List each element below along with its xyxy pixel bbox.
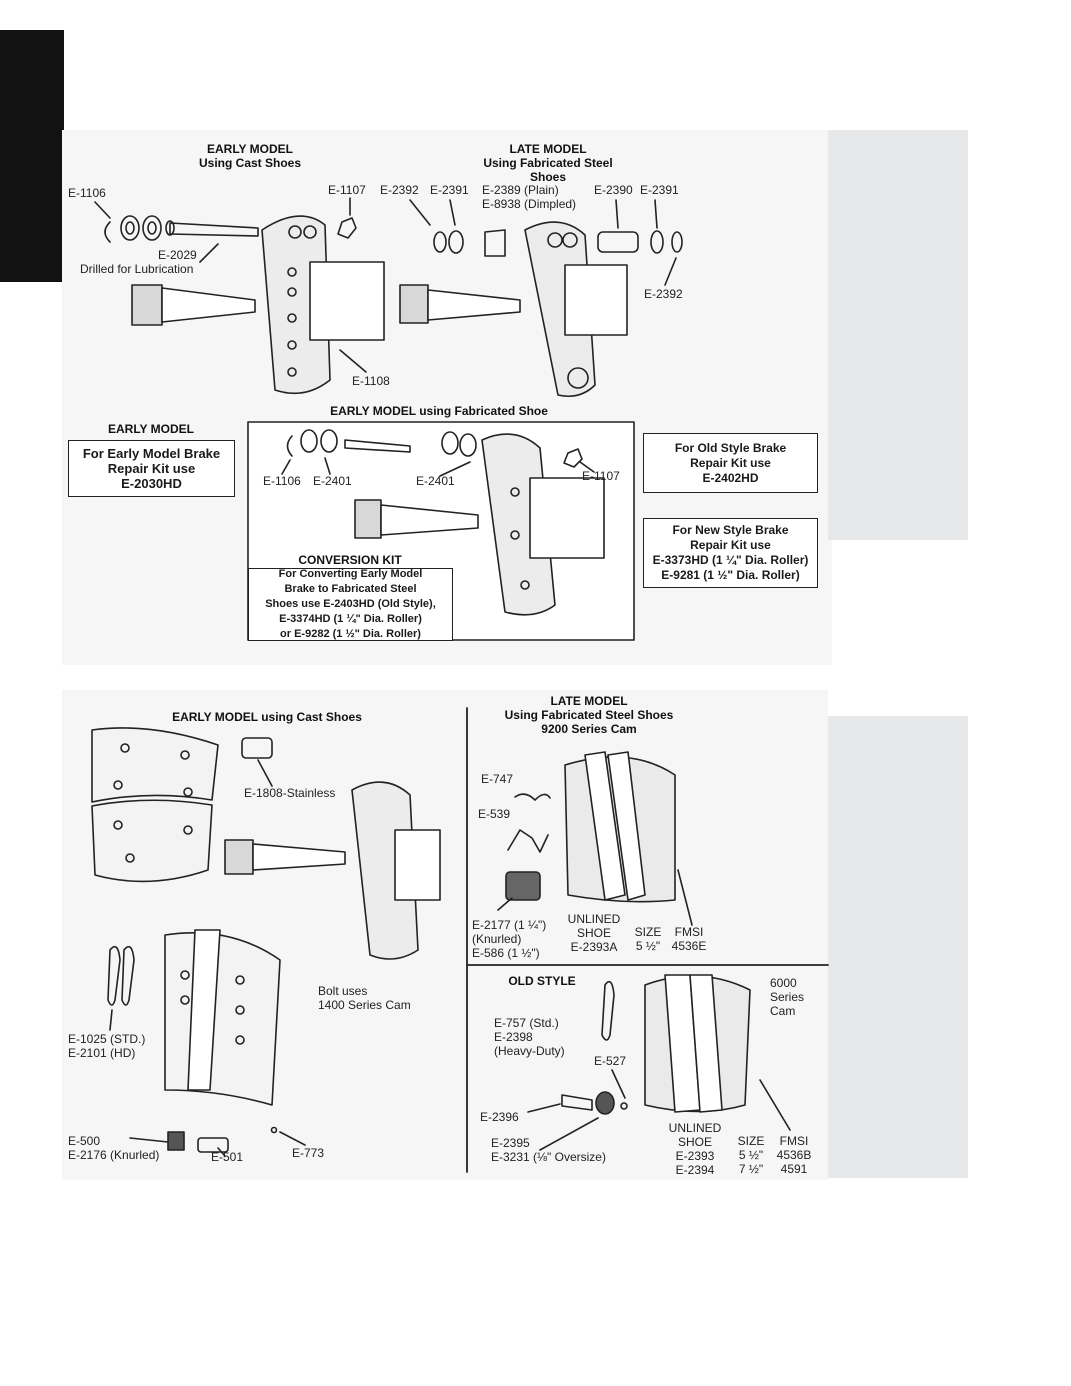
clip-ring xyxy=(104,221,111,243)
part-label: E-2396 xyxy=(480,1110,519,1124)
conversion-kit-heading: CONVERSION KIT xyxy=(298,553,402,567)
part-label: E-501 xyxy=(211,1150,244,1164)
part-label: E-2391 xyxy=(640,183,679,197)
late-shoes-drawing xyxy=(564,751,676,903)
cast-shoe-drawing xyxy=(91,727,219,883)
right-margin-shade-top xyxy=(828,130,968,540)
fab-shoe-heading: EARLY MODEL using Fabricated Shoe xyxy=(330,404,548,418)
old-style-heading: OLD STYLE xyxy=(508,974,576,988)
part-label: E-1107 xyxy=(328,183,366,197)
section-tab xyxy=(0,30,64,282)
roller-knurled-label: E-2177 (1 ¼")(Knurled)E-586 (1 ½") xyxy=(472,918,547,960)
bottom-spindle-drawing xyxy=(224,781,441,960)
part-label: E-1808-Stainless xyxy=(244,786,336,800)
part-label: E-1106 xyxy=(68,186,106,200)
bottom-early-heading: EARLY MODEL using Cast Shoes xyxy=(172,710,362,724)
bolt-shoe-drawing xyxy=(164,929,281,1106)
part-label: E-1108 xyxy=(352,374,390,388)
part-label: E-2392 xyxy=(644,287,683,301)
old-shoes-drawing xyxy=(644,974,751,1113)
early-model-kit-heading: EARLY MODEL xyxy=(107,422,194,436)
right-margin-shade-bottom xyxy=(828,716,968,1178)
part-note: Drilled for Lubrication xyxy=(80,262,194,276)
part-label: E-2391 xyxy=(430,183,469,197)
part-label: E-2392 xyxy=(380,183,419,197)
part-label: E-2029 xyxy=(158,248,197,262)
part-label: E-747 xyxy=(481,772,514,786)
part-label: E-1107 xyxy=(582,469,620,483)
old-spring-label: E-757 (Std.)E-2398(Heavy-Duty) xyxy=(494,1016,565,1058)
part-label: E-1106 xyxy=(263,474,301,488)
part-label: E-527 xyxy=(594,1054,627,1068)
part-label: E-539 xyxy=(478,807,511,821)
part-label: E-2401 xyxy=(416,474,455,488)
part-label: E-2389 (Plain) xyxy=(482,183,559,197)
part-label: E-8938 (Dimpled) xyxy=(482,197,577,211)
spring-label: E-1025 (STD.)E-2101 (HD) xyxy=(68,1032,146,1060)
early-spindle-drawing xyxy=(131,215,385,395)
fab-spindle-drawing xyxy=(354,433,605,616)
part-label: E-773 xyxy=(292,1146,325,1160)
part-label: E-2401 xyxy=(313,474,352,488)
part-label: E-2390 xyxy=(594,183,633,197)
late-spindle-drawing xyxy=(399,221,628,398)
